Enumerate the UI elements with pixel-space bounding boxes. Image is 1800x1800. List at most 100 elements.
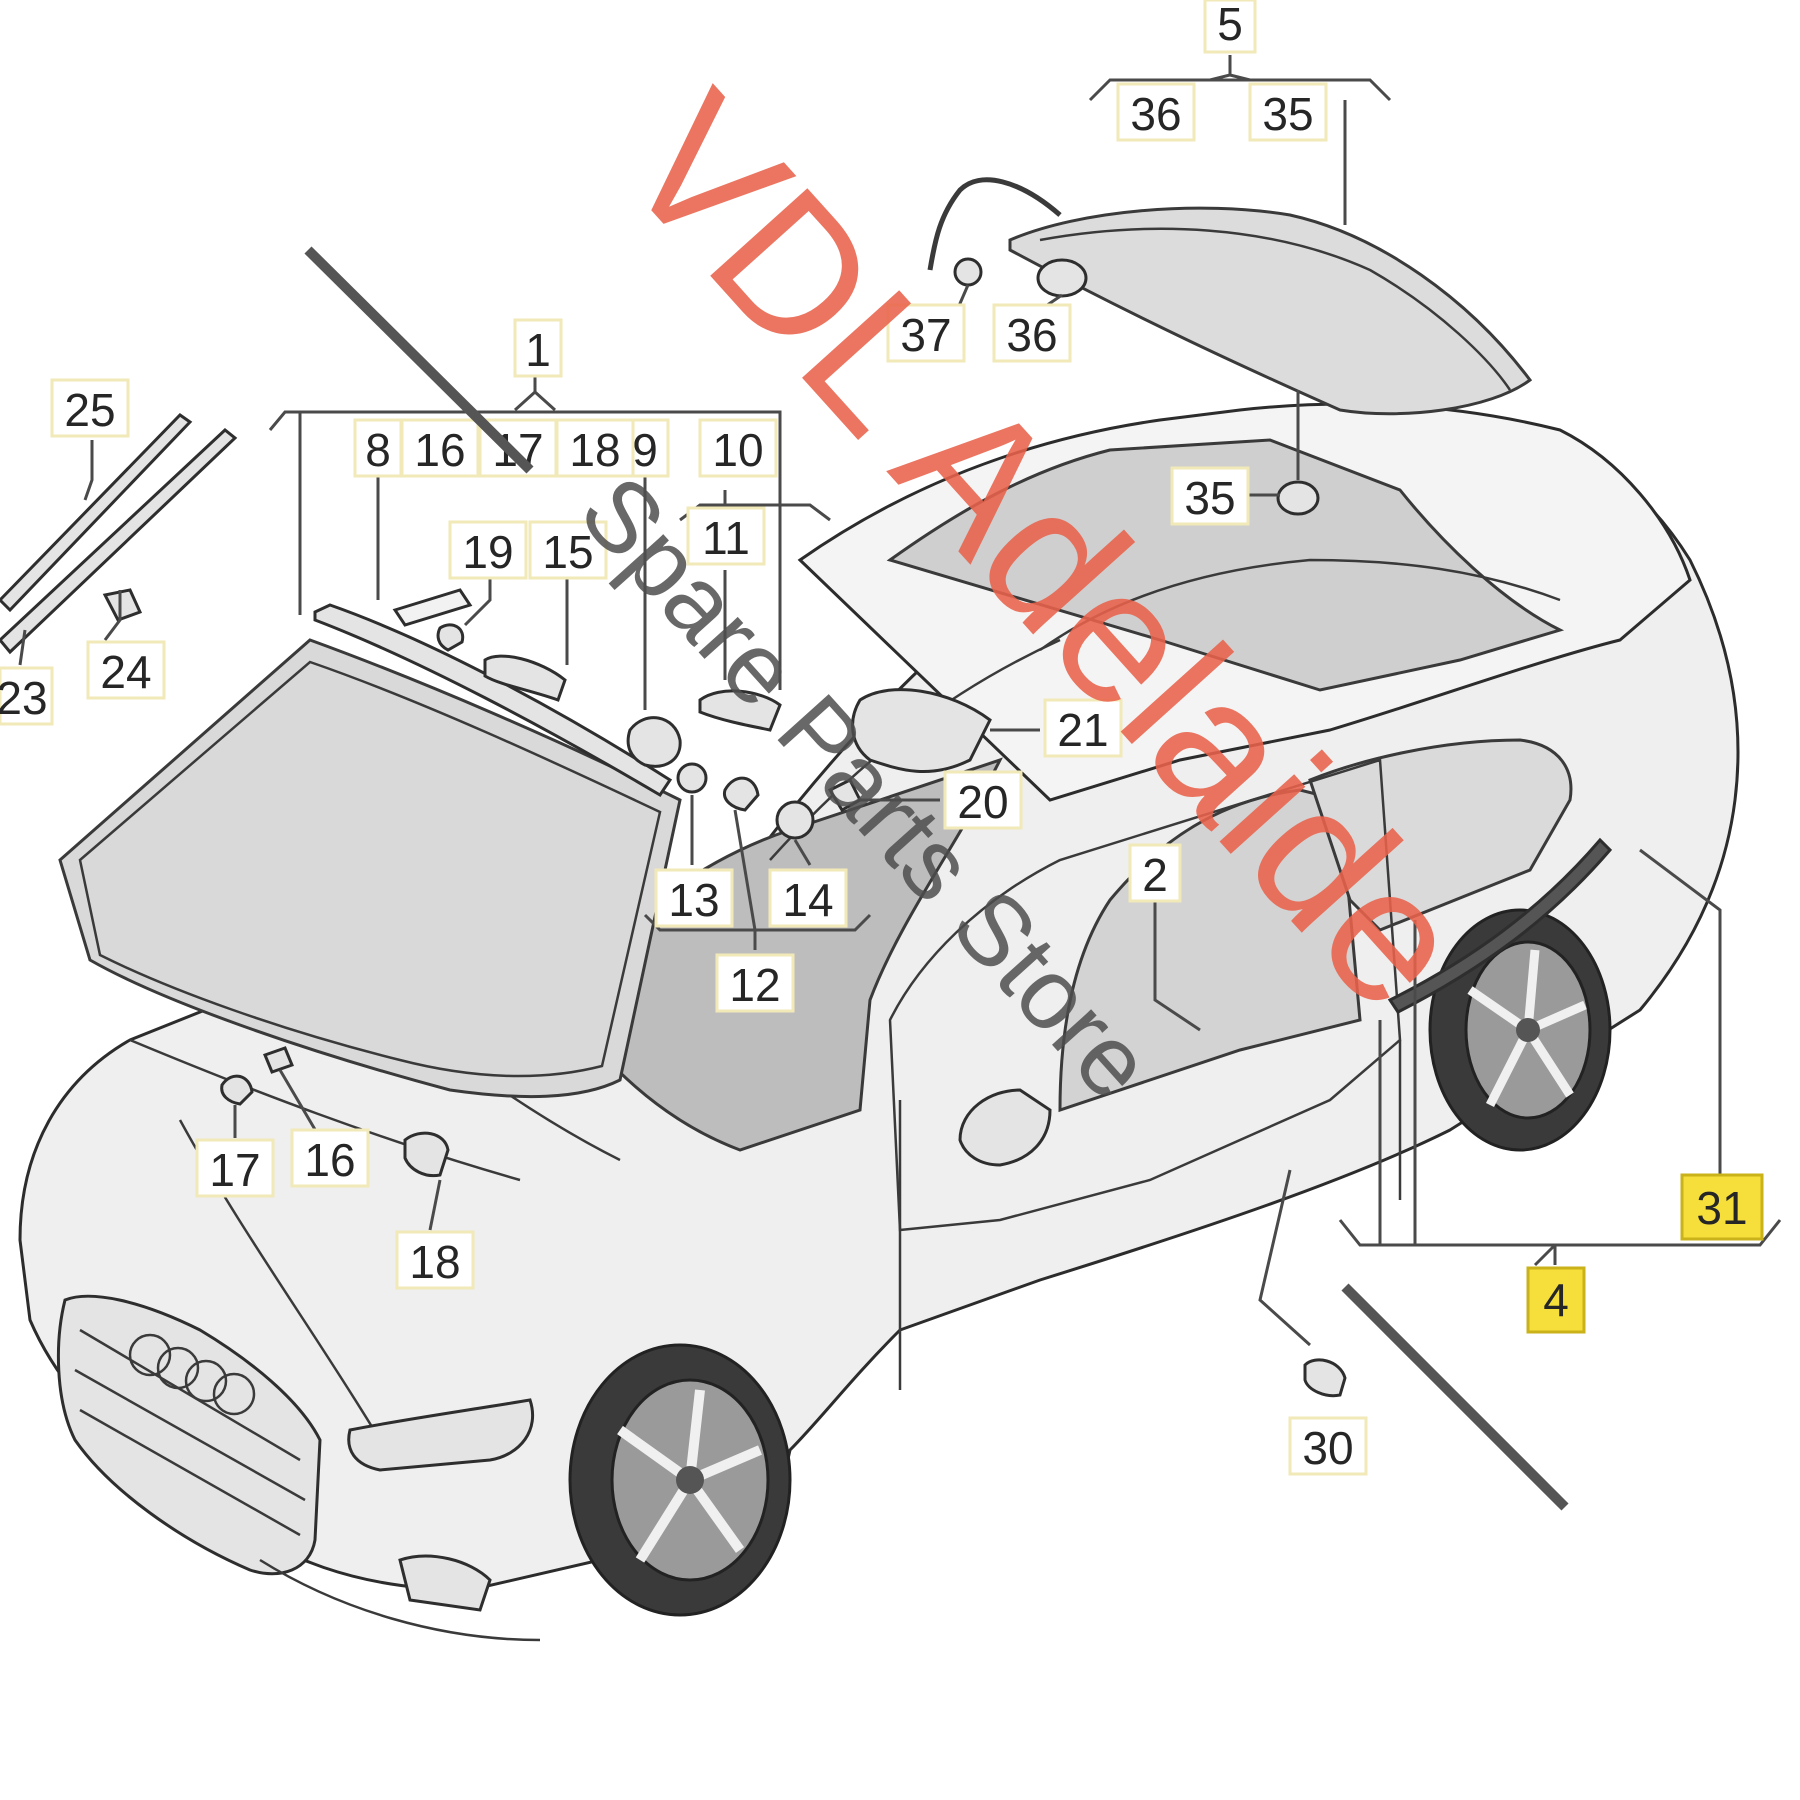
door-seal-31 [1387, 837, 1613, 1014]
svg-text:14: 14 [782, 874, 833, 926]
callout-2[interactable]: 2 [1128, 843, 1182, 903]
windscreen-glass [58, 638, 682, 1099]
sensor-9 [626, 716, 682, 768]
callout-21[interactable]: 21 [1043, 698, 1123, 758]
clip-17 [220, 1074, 254, 1106]
bolt-30 [1303, 1358, 1347, 1398]
svg-text:11: 11 [702, 512, 750, 564]
svg-text:18: 18 [569, 424, 620, 476]
callout-23[interactable]: 23 [0, 666, 54, 726]
callout-14[interactable]: 14 [768, 868, 848, 928]
side-mirror [958, 1088, 1052, 1167]
holder-10 [698, 689, 782, 732]
svg-text:17: 17 [209, 1144, 260, 1196]
callout-16-top[interactable]: 16 [400, 418, 480, 478]
callout-12[interactable]: 12 [715, 953, 795, 1013]
side-window-rear [1308, 738, 1573, 932]
callout-36-top[interactable]: 36 [1116, 82, 1196, 142]
clip-16 [263, 1046, 294, 1074]
fog-light [398, 1554, 492, 1612]
callout-13[interactable]: 13 [654, 868, 734, 928]
buffer-35 [1276, 480, 1320, 516]
svg-text:20: 20 [957, 776, 1008, 828]
callout-5[interactable]: 5 [1203, 0, 1257, 54]
callout-36-mid[interactable]: 36 [992, 303, 1072, 363]
svg-text:19: 19 [462, 526, 513, 578]
gasket-14 [775, 800, 815, 840]
watermark-slash-top [304, 246, 534, 474]
car-body [18, 402, 1740, 1642]
svg-text:5: 5 [1217, 0, 1243, 50]
svg-text:8: 8 [365, 424, 391, 476]
front-wheel [568, 1343, 792, 1617]
svg-text:12: 12 [729, 959, 780, 1011]
svg-text:23: 23 [0, 672, 48, 724]
callouts: 1 2 4 5 8 9 10 11 12 13 14 15 16 16 17 1… [0, 0, 1764, 1476]
clip-24 [102, 588, 143, 622]
svg-text:35: 35 [1262, 88, 1313, 140]
svg-text:18: 18 [409, 1236, 460, 1288]
rear-wheel [1428, 908, 1612, 1152]
roof-moulding-strip-inner [0, 428, 238, 655]
svg-text:4: 4 [1543, 1274, 1569, 1326]
callout-8[interactable]: 8 [353, 418, 403, 478]
svg-text:24: 24 [100, 646, 151, 698]
callout-10[interactable]: 10 [698, 418, 778, 478]
svg-text:15: 15 [542, 526, 593, 578]
callout-4[interactable]: 4 [1526, 1266, 1586, 1334]
cap-12 [722, 776, 760, 812]
callout-19[interactable]: 19 [448, 520, 528, 580]
callout-35-top[interactable]: 35 [1248, 82, 1328, 142]
sunroof-glass [886, 438, 1565, 692]
svg-text:16: 16 [304, 1134, 355, 1186]
callout-16-bottom[interactable]: 16 [290, 1128, 370, 1188]
cover-19 [392, 588, 473, 627]
svg-text:17: 17 [492, 424, 543, 476]
callout-37[interactable]: 37 [886, 303, 966, 363]
watermark-slash-bottom [1341, 1283, 1569, 1511]
screw-19 [436, 623, 465, 652]
ring-13 [676, 762, 708, 794]
svg-text:36: 36 [1130, 88, 1181, 140]
svg-text:31: 31 [1696, 1182, 1747, 1234]
svg-text:2: 2 [1142, 849, 1168, 901]
svg-text:16: 16 [414, 424, 465, 476]
svg-text:35: 35 [1184, 472, 1235, 524]
callout-15[interactable]: 15 [528, 520, 608, 580]
rear-window-glass [1008, 206, 1533, 416]
mirror-base-21 [851, 688, 992, 773]
callout-31[interactable]: 31 [1680, 1173, 1764, 1241]
roof-moulding-strip-outer [0, 413, 193, 613]
side-window-front [1058, 788, 1362, 1113]
brand-rings-icon [128, 1333, 256, 1416]
callout-24[interactable]: 24 [86, 640, 166, 700]
callout-20[interactable]: 20 [943, 770, 1023, 830]
callout-18-bottom[interactable]: 18 [395, 1230, 475, 1290]
svg-text:25: 25 [64, 384, 115, 436]
callout-30[interactable]: 30 [1288, 1416, 1368, 1476]
callout-35-right[interactable]: 35 [1170, 466, 1250, 526]
svg-text:1: 1 [525, 324, 551, 376]
svg-text:37: 37 [900, 309, 951, 361]
windscreen-seal-strip [313, 603, 673, 798]
clip-18 [403, 1131, 450, 1178]
loose-parts [0, 177, 1613, 1398]
svg-text:21: 21 [1057, 704, 1108, 756]
svg-text:10: 10 [712, 424, 763, 476]
svg-text:9: 9 [632, 424, 658, 476]
callout-25[interactable]: 25 [50, 378, 130, 438]
callout-17-bottom[interactable]: 17 [195, 1138, 275, 1198]
headlight [347, 1398, 535, 1472]
leader-lines [18, 55, 1782, 1347]
callout-18-top[interactable]: 18 [555, 418, 635, 478]
svg-text:36: 36 [1006, 309, 1057, 361]
callout-1[interactable]: 1 [513, 318, 563, 378]
grommet-37 [953, 257, 983, 287]
bracket-15 [483, 654, 567, 702]
svg-text:30: 30 [1302, 1422, 1353, 1474]
svg-text:13: 13 [668, 874, 719, 926]
rear-window-cable [927, 177, 1062, 271]
clip-36 [1036, 258, 1088, 298]
callout-11[interactable]: 11 [686, 506, 766, 566]
